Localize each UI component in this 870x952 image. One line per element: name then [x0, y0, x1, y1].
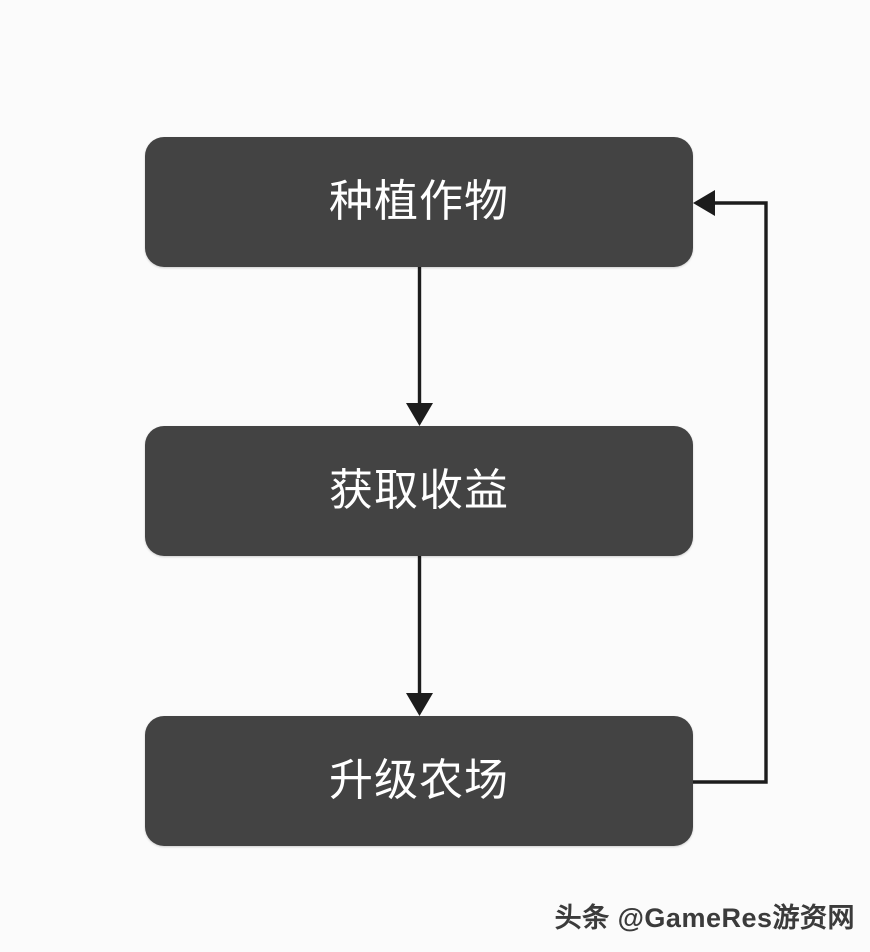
arrowhead-down-icon — [406, 693, 433, 716]
flow-node-obtain-profit[interactable]: 获取收益 — [145, 426, 693, 556]
edge-profit-to-upgrade — [406, 556, 433, 716]
edge-line — [693, 201, 768, 784]
flow-node-label: 种植作物 — [329, 177, 509, 226]
flow-node-plant-crops[interactable]: 种植作物 — [145, 137, 693, 267]
edge-upgrade-to-plant — [693, 190, 768, 784]
edge-plant-to-profit — [406, 266, 433, 426]
flow-node-label: 获取收益 — [329, 466, 509, 515]
arrowhead-left-icon — [693, 190, 715, 216]
watermark-text: 头条 @GameRes游资网 — [554, 903, 855, 933]
arrowhead-down-icon — [406, 403, 433, 426]
flow-node-label: 升级农场 — [329, 756, 509, 805]
flow-node-upgrade-farm[interactable]: 升级农场 — [145, 716, 693, 846]
